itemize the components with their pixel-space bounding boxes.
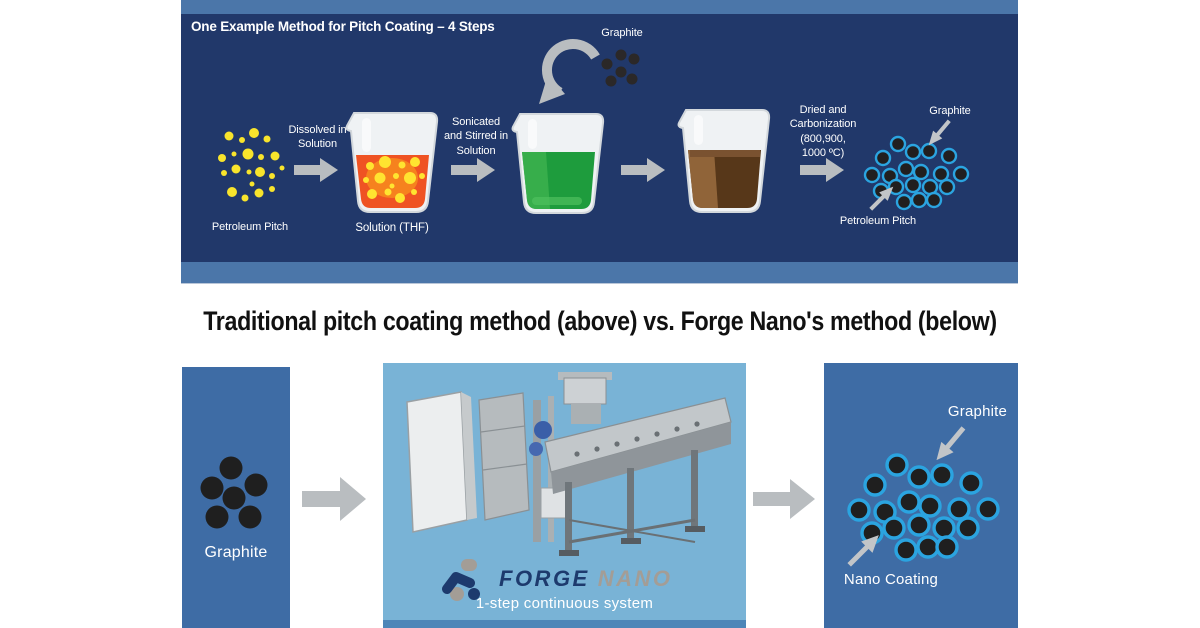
panel-bottom-strip xyxy=(181,262,1018,284)
nano-coating-label: Nano Coating xyxy=(843,571,939,588)
nano-coating-pointer-icon xyxy=(843,529,884,570)
sonicated-arrow-label: Sonicated and Stirred in Solution xyxy=(443,116,509,157)
output-graphite-label: Graphite xyxy=(947,403,1008,420)
arrow-right-icon xyxy=(753,479,815,519)
comparison-title: Traditional pitch coating method (above)… xyxy=(203,306,997,336)
thf-solution-label: Solution (THF) xyxy=(355,222,429,234)
panel-top-strip xyxy=(181,0,1018,14)
graphite-input-cluster xyxy=(200,456,268,529)
curved-arrow-icon xyxy=(539,39,600,104)
petroleum-pitch-cluster xyxy=(218,128,285,202)
graphite-pointer-icon xyxy=(924,117,954,149)
pitch-pointer-icon xyxy=(866,182,897,213)
coated-output-box: Graphite Nano Coating xyxy=(824,363,1018,628)
output-graphite-pointer-icon xyxy=(930,423,969,465)
panel-title: One Example Method for Pitch Coating – 4… xyxy=(191,19,495,34)
petroleum-pitch-label: Petroleum Pitch xyxy=(211,221,289,233)
logo-text-nano: NANO xyxy=(597,566,673,591)
beaker-brown-solution xyxy=(677,109,771,213)
machine-caption: 1-step continuous system xyxy=(475,595,654,612)
dissolved-arrow-label: Dissolved in Solution xyxy=(288,124,347,151)
arrow-right-icon xyxy=(800,158,844,182)
arrow-right-icon xyxy=(621,158,665,182)
forge-nano-logo-mark xyxy=(442,559,480,601)
forge-nano-machine-panel: FORGE NANO 1-step continuous system xyxy=(383,363,746,620)
dried-carbonization-label: Dried and Carbonization (800,900, 1000 º… xyxy=(789,104,857,159)
machine-illustration xyxy=(406,372,732,556)
arrow-right-icon xyxy=(294,158,338,182)
graphite-input-label: Graphite xyxy=(204,544,268,561)
machine-panel-footer xyxy=(383,620,746,628)
product-graphite-label: Graphite xyxy=(929,105,971,117)
graphite-top-label: Graphite xyxy=(601,27,643,39)
graphite-input-box: Graphite xyxy=(182,367,290,628)
graphite-top-cluster xyxy=(601,49,640,87)
coated-product-cluster xyxy=(863,135,970,211)
beaker-thf-solution xyxy=(345,112,439,213)
arrow-right-icon xyxy=(451,158,495,182)
logo-text-forge: FORGE xyxy=(499,566,590,591)
traditional-method-panel: One Example Method for Pitch Coating – 4… xyxy=(181,0,1018,284)
product-pitch-label: Petroleum Pitch xyxy=(839,215,917,227)
forge-nano-logo: FORGE NANO xyxy=(441,559,673,601)
arrow-right-icon xyxy=(302,477,366,521)
coated-output-cluster xyxy=(847,453,1000,562)
beaker-green-solution xyxy=(511,113,605,214)
